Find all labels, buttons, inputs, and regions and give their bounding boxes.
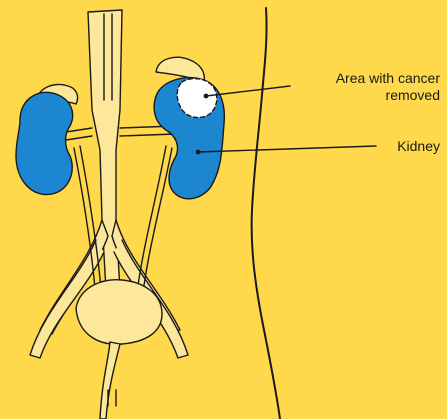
bladder — [76, 280, 162, 345]
kidney-leader-line — [198, 146, 376, 152]
cancer-removed-area — [177, 79, 217, 118]
body-outline — [252, 8, 280, 419]
renal-vessels — [66, 126, 176, 140]
cancer-area-leader-line — [206, 86, 290, 96]
kidney-left — [16, 92, 73, 194]
kidney-callout: Kidney — [378, 138, 440, 155]
cancer-area-label-line2: removed — [290, 87, 440, 104]
cancer-area-callout: Area with cancer removed — [290, 70, 440, 104]
kidney-label: Kidney — [378, 138, 440, 155]
urethra — [100, 342, 120, 419]
cancer-area-label-line1: Area with cancer — [290, 70, 440, 87]
cancer-area-leader-dot — [204, 94, 209, 99]
kidney-leader-dot — [196, 150, 201, 155]
